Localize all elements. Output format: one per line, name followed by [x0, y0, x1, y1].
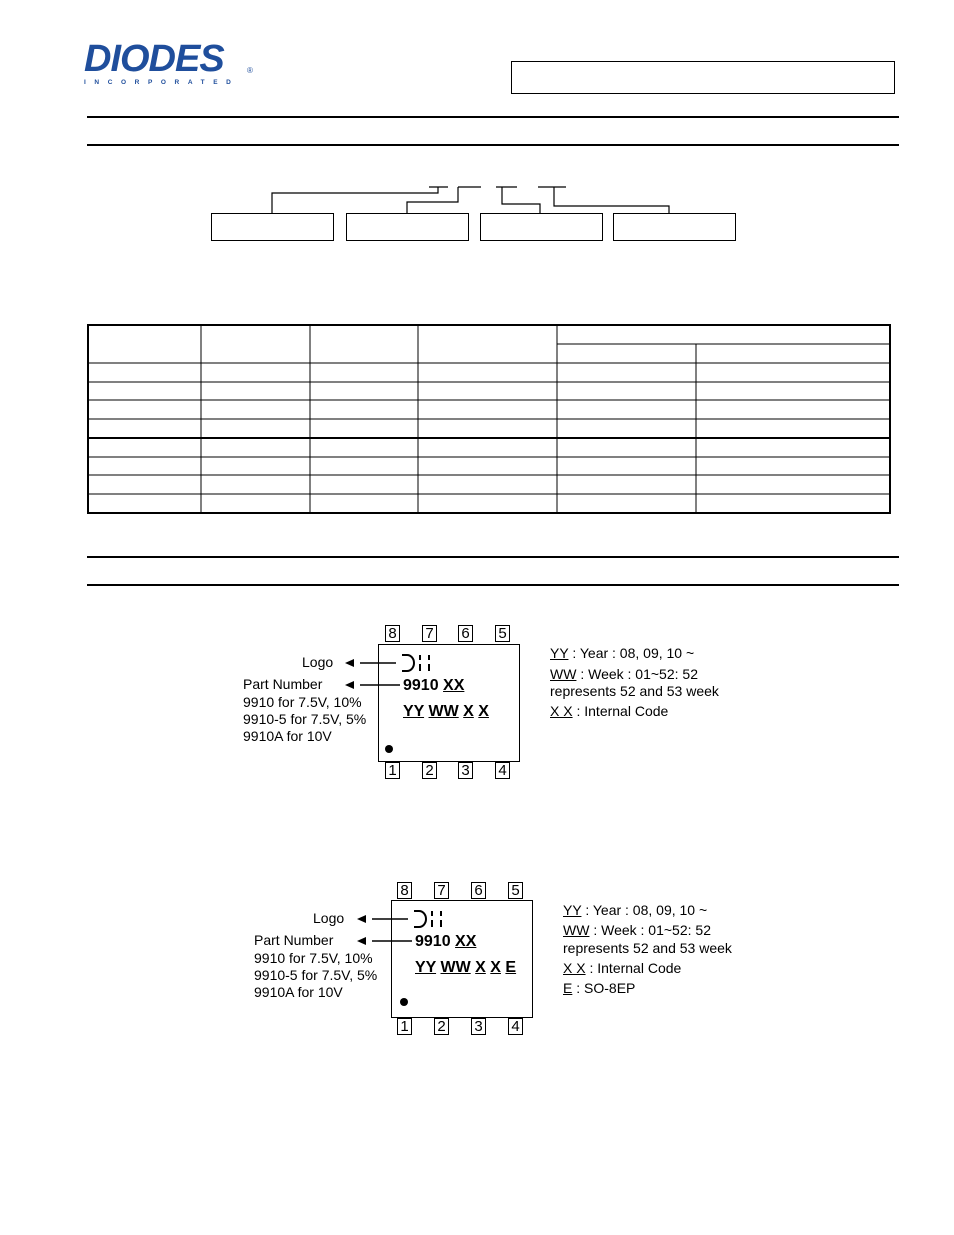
pin-2: 2: [434, 1018, 449, 1035]
pin-1: 1: [385, 762, 400, 779]
legend-internal-code: X X : Internal Code: [550, 703, 669, 719]
arrow-icons: [357, 915, 412, 945]
pin-8: 8: [385, 625, 400, 642]
logo-wordmark: DIODES: [84, 38, 225, 80]
pin-7: 7: [434, 882, 449, 899]
pin-5: 5: [508, 882, 523, 899]
pin-3: 3: [471, 1018, 486, 1035]
diodes-logo: DIODES INCORPORATED ®: [84, 40, 254, 88]
pin-7: 7: [422, 625, 437, 642]
legend-internal-code: X X : Internal Code: [563, 960, 682, 976]
pin1-indicator-dot: [385, 745, 393, 753]
legend-year: YY : Year : 08, 09, 10 ~: [550, 645, 695, 661]
legend-week-note: represents 52 and 53 week: [550, 683, 719, 699]
part-number-label: Part Number: [254, 932, 334, 948]
pin-2: 2: [422, 762, 437, 779]
chip-part-number: 9910 XX: [415, 933, 477, 950]
part-line: 9910-5 for 7.5V, 5%: [254, 967, 378, 983]
ordering-code-diagram: [271, 186, 670, 213]
part-line: 9910-5 for 7.5V, 5%: [243, 711, 367, 727]
pin1-indicator-dot: [400, 998, 408, 1006]
part-line: 9910 for 7.5V, 10%: [254, 950, 373, 966]
section-rule-top: [87, 116, 899, 118]
legend-package: E : SO-8EP: [563, 980, 636, 996]
pin-4: 4: [495, 762, 510, 779]
document-title-box: [511, 61, 895, 94]
part-line: 9910A for 10V: [243, 728, 332, 744]
legend-week: WW : Week : 01~52: 52: [550, 666, 698, 682]
chip-date-code: YY WW X X: [403, 703, 489, 720]
legend-week-note: represents 52 and 53 week: [563, 940, 732, 956]
diodes-chip-logo-icon: [414, 910, 442, 928]
code-box-2: [346, 213, 469, 241]
pin-1: 1: [397, 1018, 412, 1035]
pin-5: 5: [495, 625, 510, 642]
pin-3: 3: [458, 762, 473, 779]
code-box-4: [613, 213, 736, 241]
diodes-chip-logo-icon: [402, 654, 430, 672]
part-number-label: Part Number: [243, 676, 323, 692]
pin-6: 6: [458, 625, 473, 642]
registered-mark: ®: [247, 66, 253, 75]
chip-date-code: YY WW X X E: [415, 959, 517, 976]
section-rule-bottom: [87, 144, 899, 146]
chip-part-number: 9910 XX: [403, 677, 465, 694]
legend-week: WW : Week : 01~52: 52: [563, 922, 711, 938]
ordering-table: [87, 324, 891, 514]
chip-body: [391, 900, 533, 1018]
part-line: 9910A for 10V: [254, 984, 343, 1000]
logo-label: Logo: [302, 654, 334, 670]
marking-rule-bottom: [87, 584, 899, 586]
logo-subtext: INCORPORATED: [84, 79, 240, 86]
pin-6: 6: [471, 882, 486, 899]
legend-year: YY : Year : 08, 09, 10 ~: [563, 902, 708, 918]
code-box-3: [480, 213, 603, 241]
chip-body: [378, 644, 520, 762]
arrow-icons: [345, 659, 400, 689]
pin-4: 4: [508, 1018, 523, 1035]
logo-label: Logo: [313, 910, 345, 926]
part-line: 9910 for 7.5V, 10%: [243, 694, 362, 710]
code-box-1: [211, 213, 334, 241]
marking-rule-top: [87, 556, 899, 558]
pin-8: 8: [397, 882, 412, 899]
